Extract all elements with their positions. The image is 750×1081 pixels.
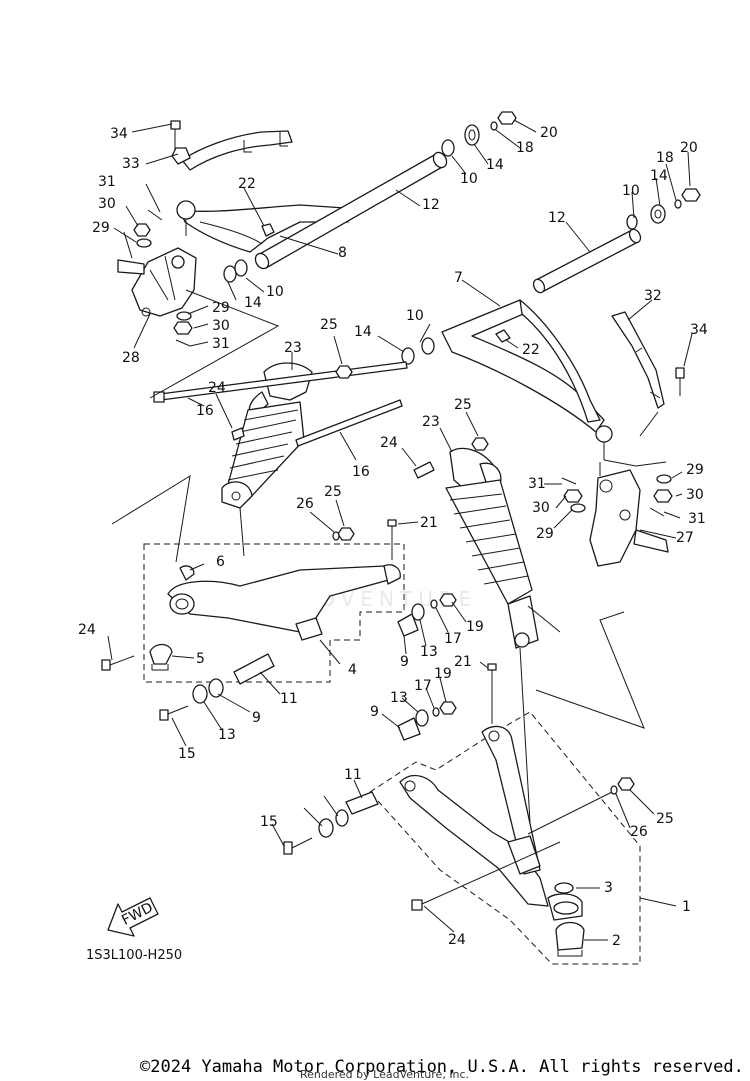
callout-17a: 17 — [444, 631, 462, 647]
callout-23b: 23 — [422, 414, 440, 430]
callout-14a: 14 — [486, 157, 504, 173]
callout-5: 5 — [196, 651, 205, 667]
callout-12a: 12 — [422, 197, 440, 213]
rendered-by-note: Rendered by LeadVenture, Inc. — [300, 1068, 470, 1081]
callout-9b: 9 — [252, 710, 261, 726]
callout-21a: 21 — [420, 515, 438, 531]
callout-26a: 26 — [296, 496, 314, 512]
knuckle-right — [561, 469, 673, 567]
callout-34b: 34 — [690, 322, 708, 338]
right-bracket — [611, 311, 685, 409]
callout-29d: 29 — [536, 526, 554, 542]
callout-4: 4 — [348, 662, 357, 678]
callout-10d: 10 — [406, 308, 424, 324]
callout-22a: 22 — [238, 176, 256, 192]
callout-33: 33 — [122, 156, 140, 172]
callout-34a: 34 — [110, 126, 128, 142]
callout-25b: 25 — [454, 397, 472, 413]
callout-10c: 10 — [622, 183, 640, 199]
callout-14c: 14 — [650, 168, 668, 184]
callout-25d: 25 — [656, 811, 674, 827]
callout-32: 32 — [644, 288, 662, 304]
callout-14d: 14 — [354, 324, 372, 340]
callout-16a: 16 — [196, 403, 214, 419]
callout-9c: 9 — [370, 704, 379, 720]
guide-lines — [111, 231, 667, 823]
callout-30d: 30 — [532, 500, 550, 516]
callout-14b: 14 — [244, 295, 262, 311]
callout-30a: 30 — [98, 196, 116, 212]
callout-17b: 17 — [414, 678, 432, 694]
shafts-upper — [254, 151, 642, 294]
callout-7: 7 — [454, 270, 463, 286]
callout-11b: 11 — [344, 767, 362, 783]
callout-20b: 20 — [680, 140, 698, 156]
drawing-code: 1S3L100-H250 — [86, 948, 183, 963]
callout-29b: 29 — [212, 300, 230, 316]
copyright-notice: ©2024 Yamaha Motor Corporation, U.S.A. A… — [140, 1057, 744, 1077]
callout-25a: 25 — [320, 317, 338, 333]
callout-10b: 10 — [266, 284, 284, 300]
callout-30b: 30 — [212, 318, 230, 334]
callout-23a: 23 — [284, 340, 302, 356]
callout-19b: 19 — [434, 666, 452, 682]
callout-31d: 31 — [528, 476, 546, 492]
callout-20a: 20 — [540, 125, 558, 141]
callout-31b: 31 — [212, 336, 230, 352]
knuckle-left — [117, 247, 197, 317]
callout-16b: 16 — [352, 464, 370, 480]
lower-arm-assembly-box — [101, 519, 405, 683]
callout-3: 3 — [604, 880, 613, 896]
callout-12b: 12 — [548, 210, 566, 226]
callout-25c: 25 — [324, 484, 342, 500]
fwd-arrow-icon: FWD — [107, 897, 159, 937]
callout-15a: 15 — [178, 746, 196, 762]
upper-hardware — [223, 111, 701, 365]
callout-29c: 29 — [686, 462, 704, 478]
callout-labels: 1 2 3 4 5 6 7 8 9 9 9 10 10 10 10 11 11 … — [78, 125, 708, 949]
callout-24c: 24 — [78, 622, 96, 638]
upper-arm-left — [176, 200, 349, 253]
callout-31a: 31 — [98, 174, 116, 190]
callout-30c: 30 — [686, 487, 704, 503]
callout-24a: 24 — [208, 380, 226, 396]
callout-29a: 29 — [92, 220, 110, 236]
callout-27: 27 — [676, 530, 694, 546]
callout-9a: 9 — [400, 654, 409, 670]
callout-24d: 24 — [448, 932, 466, 948]
callout-2: 2 — [612, 933, 621, 949]
callout-1: 1 — [682, 899, 691, 915]
callout-6: 6 — [216, 554, 225, 570]
upper-arm-right — [441, 299, 613, 460]
shock-right — [413, 437, 539, 649]
callout-21b: 21 — [454, 654, 472, 670]
callout-13c: 13 — [390, 690, 408, 706]
callout-28: 28 — [122, 350, 140, 366]
callout-31c: 31 — [688, 511, 706, 527]
callout-15b: 15 — [260, 814, 278, 830]
callout-13a: 13 — [420, 644, 438, 660]
shock-left — [153, 361, 408, 509]
left-small-parts — [133, 209, 193, 347]
callout-13b: 13 — [218, 727, 236, 743]
callout-26b: 26 — [630, 824, 648, 840]
callout-10a: 10 — [460, 171, 478, 187]
callout-18b: 18 — [656, 150, 674, 166]
callout-22b: 22 — [522, 342, 540, 358]
callout-24b: 24 — [380, 435, 398, 451]
leader-lines — [107, 119, 693, 941]
callout-18a: 18 — [516, 140, 534, 156]
callout-19a: 19 — [466, 619, 484, 635]
lower-hardware-mid — [159, 593, 497, 741]
lower-arm-box — [283, 711, 641, 965]
upper-bracket — [170, 120, 293, 171]
callout-8: 8 — [338, 245, 347, 261]
callout-11a: 11 — [280, 691, 298, 707]
